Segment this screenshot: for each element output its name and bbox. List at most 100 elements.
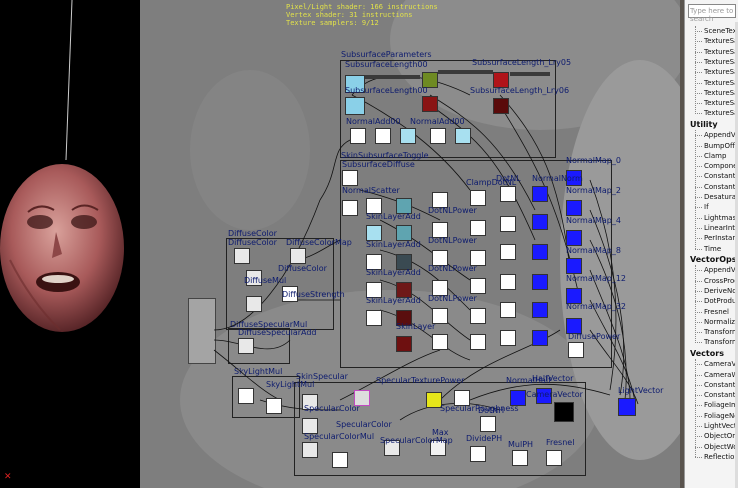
clamp-dotnl-node[interactable]: [470, 278, 486, 294]
specular-color-node[interactable]: [302, 394, 318, 410]
diffuse-mul-node[interactable]: [246, 270, 262, 286]
skin-layer-color[interactable]: [396, 254, 412, 270]
diffuse-power-node[interactable]: [568, 342, 584, 358]
skin-layer-node[interactable]: [366, 198, 382, 214]
palette-item[interactable]: LinearInterpolate: [694, 223, 738, 233]
skin-layer-node[interactable]: [366, 282, 382, 298]
normal-map-node[interactable]: [532, 274, 548, 290]
subsurface-length-swatch[interactable]: [422, 72, 438, 88]
clamp-dotnl-node[interactable]: [470, 190, 486, 206]
palette-item[interactable]: DeriveNormal: [694, 286, 738, 296]
subsurface-diffuse-node[interactable]: [342, 170, 358, 186]
dotnl-power-node[interactable]: [432, 280, 448, 296]
palette-item[interactable]: Fresnel: [695, 307, 729, 316]
clamp-dotnl-node[interactable]: [470, 220, 486, 236]
specular-power-node[interactable]: [332, 452, 348, 468]
skin-layer-color[interactable]: [396, 225, 412, 241]
palette-category[interactable]: VectorOps: [690, 254, 737, 264]
light-vector-node[interactable]: [618, 398, 636, 416]
normal-add-node[interactable]: [430, 128, 446, 144]
palette-item[interactable]: LightmassReplace: [695, 213, 738, 223]
subsurface-length-swatch[interactable]: [345, 75, 365, 93]
palette-item[interactable]: FoliageNormal: [694, 411, 738, 421]
palette-item[interactable]: Clamp: [694, 151, 727, 160]
palette-item[interactable]: TextureSample: [695, 57, 738, 67]
skin-layer-node[interactable]: [366, 254, 382, 270]
specular-color-mul[interactable]: [302, 442, 318, 458]
palette-item[interactable]: Constant: [694, 391, 736, 400]
palette-item[interactable]: AppendVector: [694, 130, 738, 140]
palette-item[interactable]: CameraWorld: [695, 370, 738, 380]
group-skin-specular[interactable]: [294, 382, 586, 476]
dotnl-node[interactable]: [500, 244, 516, 260]
skin-layer-color[interactable]: [396, 310, 412, 326]
palette-item[interactable]: Constant: [694, 172, 736, 181]
dotnl-power-node[interactable]: [432, 334, 448, 350]
diffuse-specular-node[interactable]: [238, 338, 254, 354]
subsurface-length-swatch[interactable]: [493, 98, 509, 114]
dot-nh-node[interactable]: [480, 416, 496, 432]
normal-norm-node[interactable]: [566, 288, 582, 304]
specular-texture-node[interactable]: [354, 390, 370, 406]
group-diffuse-color[interactable]: [226, 238, 334, 330]
specular-texture-node[interactable]: [426, 392, 442, 408]
skin-layer-node[interactable]: [366, 310, 382, 326]
subsurface-length-swatch[interactable]: [345, 97, 365, 115]
palette-item[interactable]: ObjectOrientation: [694, 431, 738, 441]
specular-roughness-node[interactable]: [430, 440, 446, 456]
skin-layer-color[interactable]: [396, 336, 412, 352]
normal-scatter-node[interactable]: [342, 200, 358, 216]
specular-color-node[interactable]: [302, 418, 318, 434]
palette-item[interactable]: BumpOffset: [695, 141, 738, 151]
palette-category[interactable]: Vectors: [690, 348, 724, 358]
skylight-mul-node[interactable]: [266, 398, 282, 414]
palette-item[interactable]: CrossProduct: [695, 276, 738, 286]
palette-item[interactable]: TextureSample: [695, 36, 738, 46]
palette-scrollbar[interactable]: [735, 22, 738, 488]
normal-map-node[interactable]: [532, 214, 548, 230]
palette-item[interactable]: Constant: [694, 182, 736, 191]
palette-item[interactable]: Time: [694, 244, 722, 253]
palette-item[interactable]: TextureSample: [695, 108, 738, 118]
subsurface-length-swatch[interactable]: [422, 96, 438, 112]
skin-layer-color[interactable]: [396, 198, 412, 214]
subsurface-length-swatch[interactable]: [493, 72, 509, 88]
clamp-dotnl-node[interactable]: [470, 250, 486, 266]
normal-norm-node[interactable]: [566, 318, 582, 334]
material-output-node[interactable]: [188, 298, 216, 364]
palette-item[interactable]: If: [695, 203, 709, 212]
palette-item[interactable]: Desaturation: [694, 192, 738, 202]
palette-item[interactable]: SceneTexture: [695, 26, 738, 36]
dotnl-node[interactable]: [500, 302, 516, 318]
palette-item[interactable]: ReflectionVector: [694, 452, 738, 462]
palette-item[interactable]: FoliageImpulse: [695, 400, 738, 410]
normal-norm-node[interactable]: [566, 258, 582, 274]
group-skylight[interactable]: [232, 376, 300, 418]
skylight-mul-node[interactable]: [238, 388, 254, 404]
clamp-dotnl-node[interactable]: [470, 308, 486, 324]
fresnel-node[interactable]: [546, 450, 562, 466]
palette-item[interactable]: TextureSample: [695, 88, 738, 98]
palette-item[interactable]: ComponentMask: [695, 161, 738, 171]
divide-ph-node[interactable]: [470, 446, 486, 462]
palette-item[interactable]: Transform: [695, 328, 738, 337]
diffuse-color-node[interactable]: [234, 248, 250, 264]
palette-item[interactable]: Transform: [695, 338, 738, 347]
diffuse-color-map[interactable]: [290, 248, 306, 264]
palette-item[interactable]: LightVector: [695, 421, 738, 431]
dotnl-node[interactable]: [500, 216, 516, 232]
normal-norm-node[interactable]: [566, 200, 582, 216]
palette-item[interactable]: ObjectWorld: [695, 442, 738, 452]
normal-map-node[interactable]: [532, 244, 548, 260]
normal-half-node[interactable]: [510, 390, 526, 406]
palette-item[interactable]: Normalize: [694, 317, 738, 326]
clamp-dotnl-node[interactable]: [470, 334, 486, 350]
group-subsurface-parameters[interactable]: [340, 60, 556, 158]
dotnl-node[interactable]: [500, 330, 516, 346]
palette-category[interactable]: Utility: [690, 119, 718, 129]
palette-item[interactable]: TextureSample: [695, 67, 738, 77]
half-vector-node[interactable]: [536, 388, 552, 404]
specular-color-map[interactable]: [384, 440, 400, 456]
palette-item[interactable]: TextureSample: [695, 47, 738, 57]
normal-norm-node[interactable]: [566, 230, 582, 246]
